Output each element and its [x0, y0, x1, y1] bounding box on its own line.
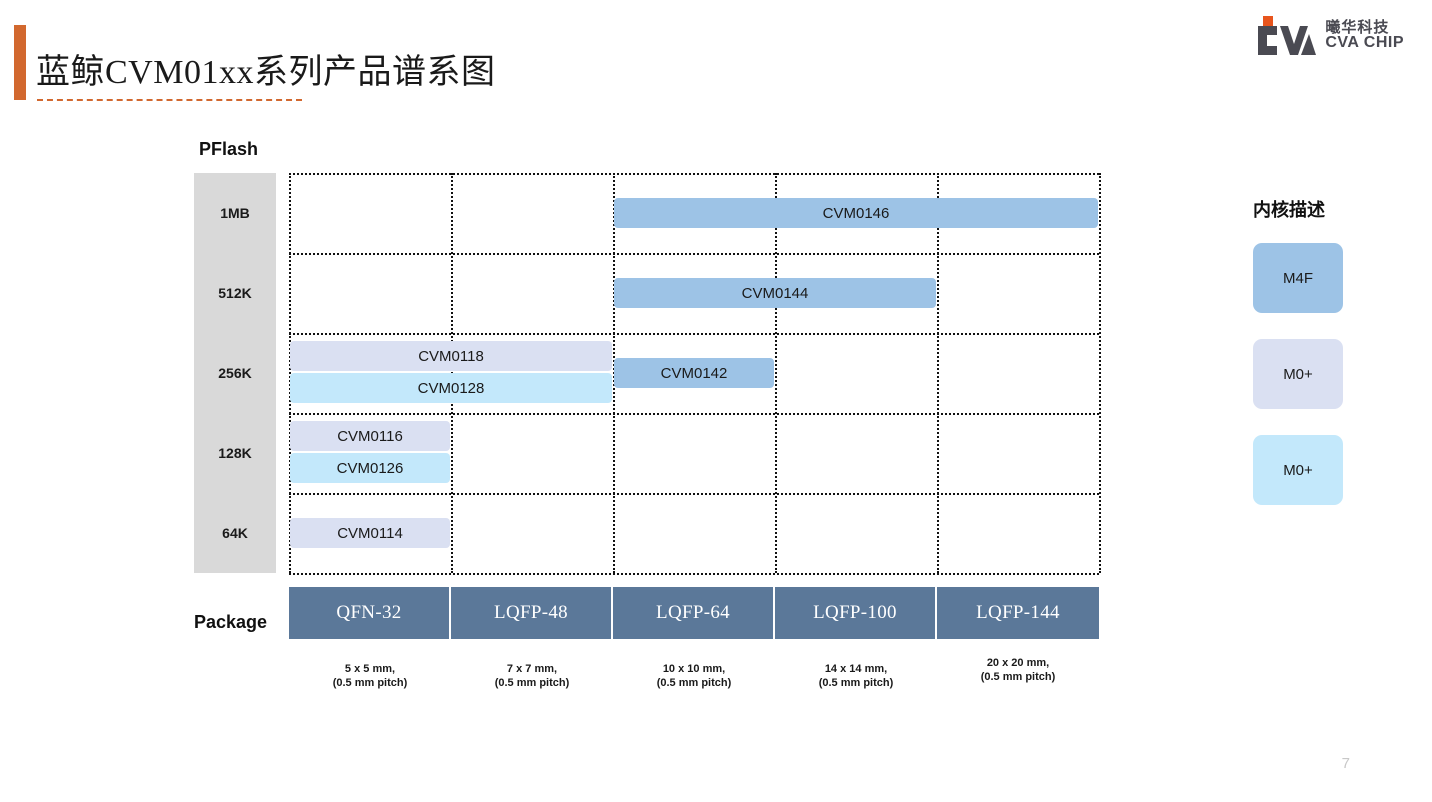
grid-vertical-line — [289, 173, 291, 573]
package-header-lqfp-144[interactable]: LQFP-144 — [937, 587, 1099, 639]
package-pitch: (0.5 mm pitch) — [332, 676, 408, 689]
legend-title: 内核描述 — [1253, 200, 1325, 220]
pflash-tick-64k: 64K — [222, 525, 248, 541]
pflash-axis-column: 1MB 512K 256K 128K 64K — [194, 173, 276, 573]
pflash-tick-256k: 256K — [218, 365, 252, 381]
package-size: 10 x 10 mm, — [662, 663, 726, 675]
pflash-tick-512k: 512K — [218, 285, 252, 301]
page-number: 7 — [1341, 755, 1350, 772]
package-pitch: (0.5 mm pitch) — [818, 676, 894, 689]
logo-english-name: CVA CHIP — [1325, 34, 1404, 52]
legend-swatch-1: M0+ — [1253, 339, 1343, 409]
package-size: 7 x 7 mm, — [506, 663, 558, 675]
package-caption-qfn-32: 5 x 5 mm,(0.5 mm pitch) — [289, 653, 451, 693]
pflash-axis-title: PFlash — [199, 139, 259, 159]
package-caption-row: 5 x 5 mm,(0.5 mm pitch)7 x 7 mm,(0.5 mm … — [289, 653, 1099, 693]
legend-swatch-2: M0+ — [1253, 435, 1343, 505]
package-header-lqfp-64[interactable]: LQFP-64 — [613, 587, 775, 639]
package-axis-title: Package — [194, 612, 268, 632]
grid-horizontal-line — [289, 493, 1099, 495]
package-pitch: (0.5 mm pitch) — [980, 670, 1056, 683]
package-caption-lqfp-64: 10 x 10 mm,(0.5 mm pitch) — [613, 653, 775, 693]
cva-logo-icon — [1254, 16, 1317, 56]
grid-horizontal-line — [289, 333, 1099, 335]
package-size: 5 x 5 mm, — [344, 663, 396, 675]
product-bar-cvm0118[interactable]: CVM0118 — [290, 341, 612, 371]
title-accent-bar — [14, 25, 26, 100]
package-header-qfn-32[interactable]: QFN-32 — [289, 587, 451, 639]
product-bar-cvm0144[interactable]: CVM0144 — [614, 278, 936, 308]
package-caption-lqfp-100: 14 x 14 mm,(0.5 mm pitch) — [775, 653, 937, 693]
pflash-tick-128k: 128K — [218, 445, 252, 461]
package-header-lqfp-100[interactable]: LQFP-100 — [775, 587, 937, 639]
package-caption-lqfp-48: 7 x 7 mm,(0.5 mm pitch) — [451, 653, 613, 693]
package-pitch: (0.5 mm pitch) — [494, 676, 570, 689]
grid-horizontal-line — [289, 413, 1099, 415]
package-pitch: (0.5 mm pitch) — [656, 676, 732, 689]
page-title: 蓝鲸CVM01xx系列产品谱系图 — [36, 54, 496, 91]
product-bar-cvm0126[interactable]: CVM0126 — [290, 453, 450, 483]
grid-horizontal-line — [289, 253, 1099, 255]
package-header-lqfp-48[interactable]: LQFP-48 — [451, 587, 613, 639]
product-bar-cvm0114[interactable]: CVM0114 — [290, 518, 450, 548]
core-legend: 内核描述 M4F M0+ M0+ — [1253, 196, 1403, 531]
pflash-tick-1mb: 1MB — [220, 205, 250, 221]
grid-horizontal-line — [289, 173, 1099, 175]
product-bar-cvm0142[interactable]: CVM0142 — [614, 358, 774, 388]
grid-vertical-line — [775, 173, 777, 573]
title-dashed-rule — [37, 99, 302, 101]
grid-vertical-line — [1099, 173, 1101, 573]
grid-vertical-line — [937, 173, 939, 573]
brand-logo: 曦华科技 CVA CHIP — [1254, 16, 1404, 56]
grid-horizontal-line — [289, 573, 1099, 575]
product-bar-cvm0128[interactable]: CVM0128 — [290, 373, 612, 403]
product-bar-cvm0146[interactable]: CVM0146 — [614, 198, 1098, 228]
product-bar-cvm0116[interactable]: CVM0116 — [290, 421, 450, 451]
package-caption-lqfp-144: 20 x 20 mm,(0.5 mm pitch) — [937, 653, 1099, 693]
logo-text-block: 曦华科技 CVA CHIP — [1325, 18, 1404, 53]
legend-swatch-0: M4F — [1253, 243, 1343, 313]
logo-chinese-name: 曦华科技 — [1325, 18, 1390, 36]
package-size: 14 x 14 mm, — [824, 663, 888, 675]
package-size: 20 x 20 mm, — [986, 657, 1050, 669]
